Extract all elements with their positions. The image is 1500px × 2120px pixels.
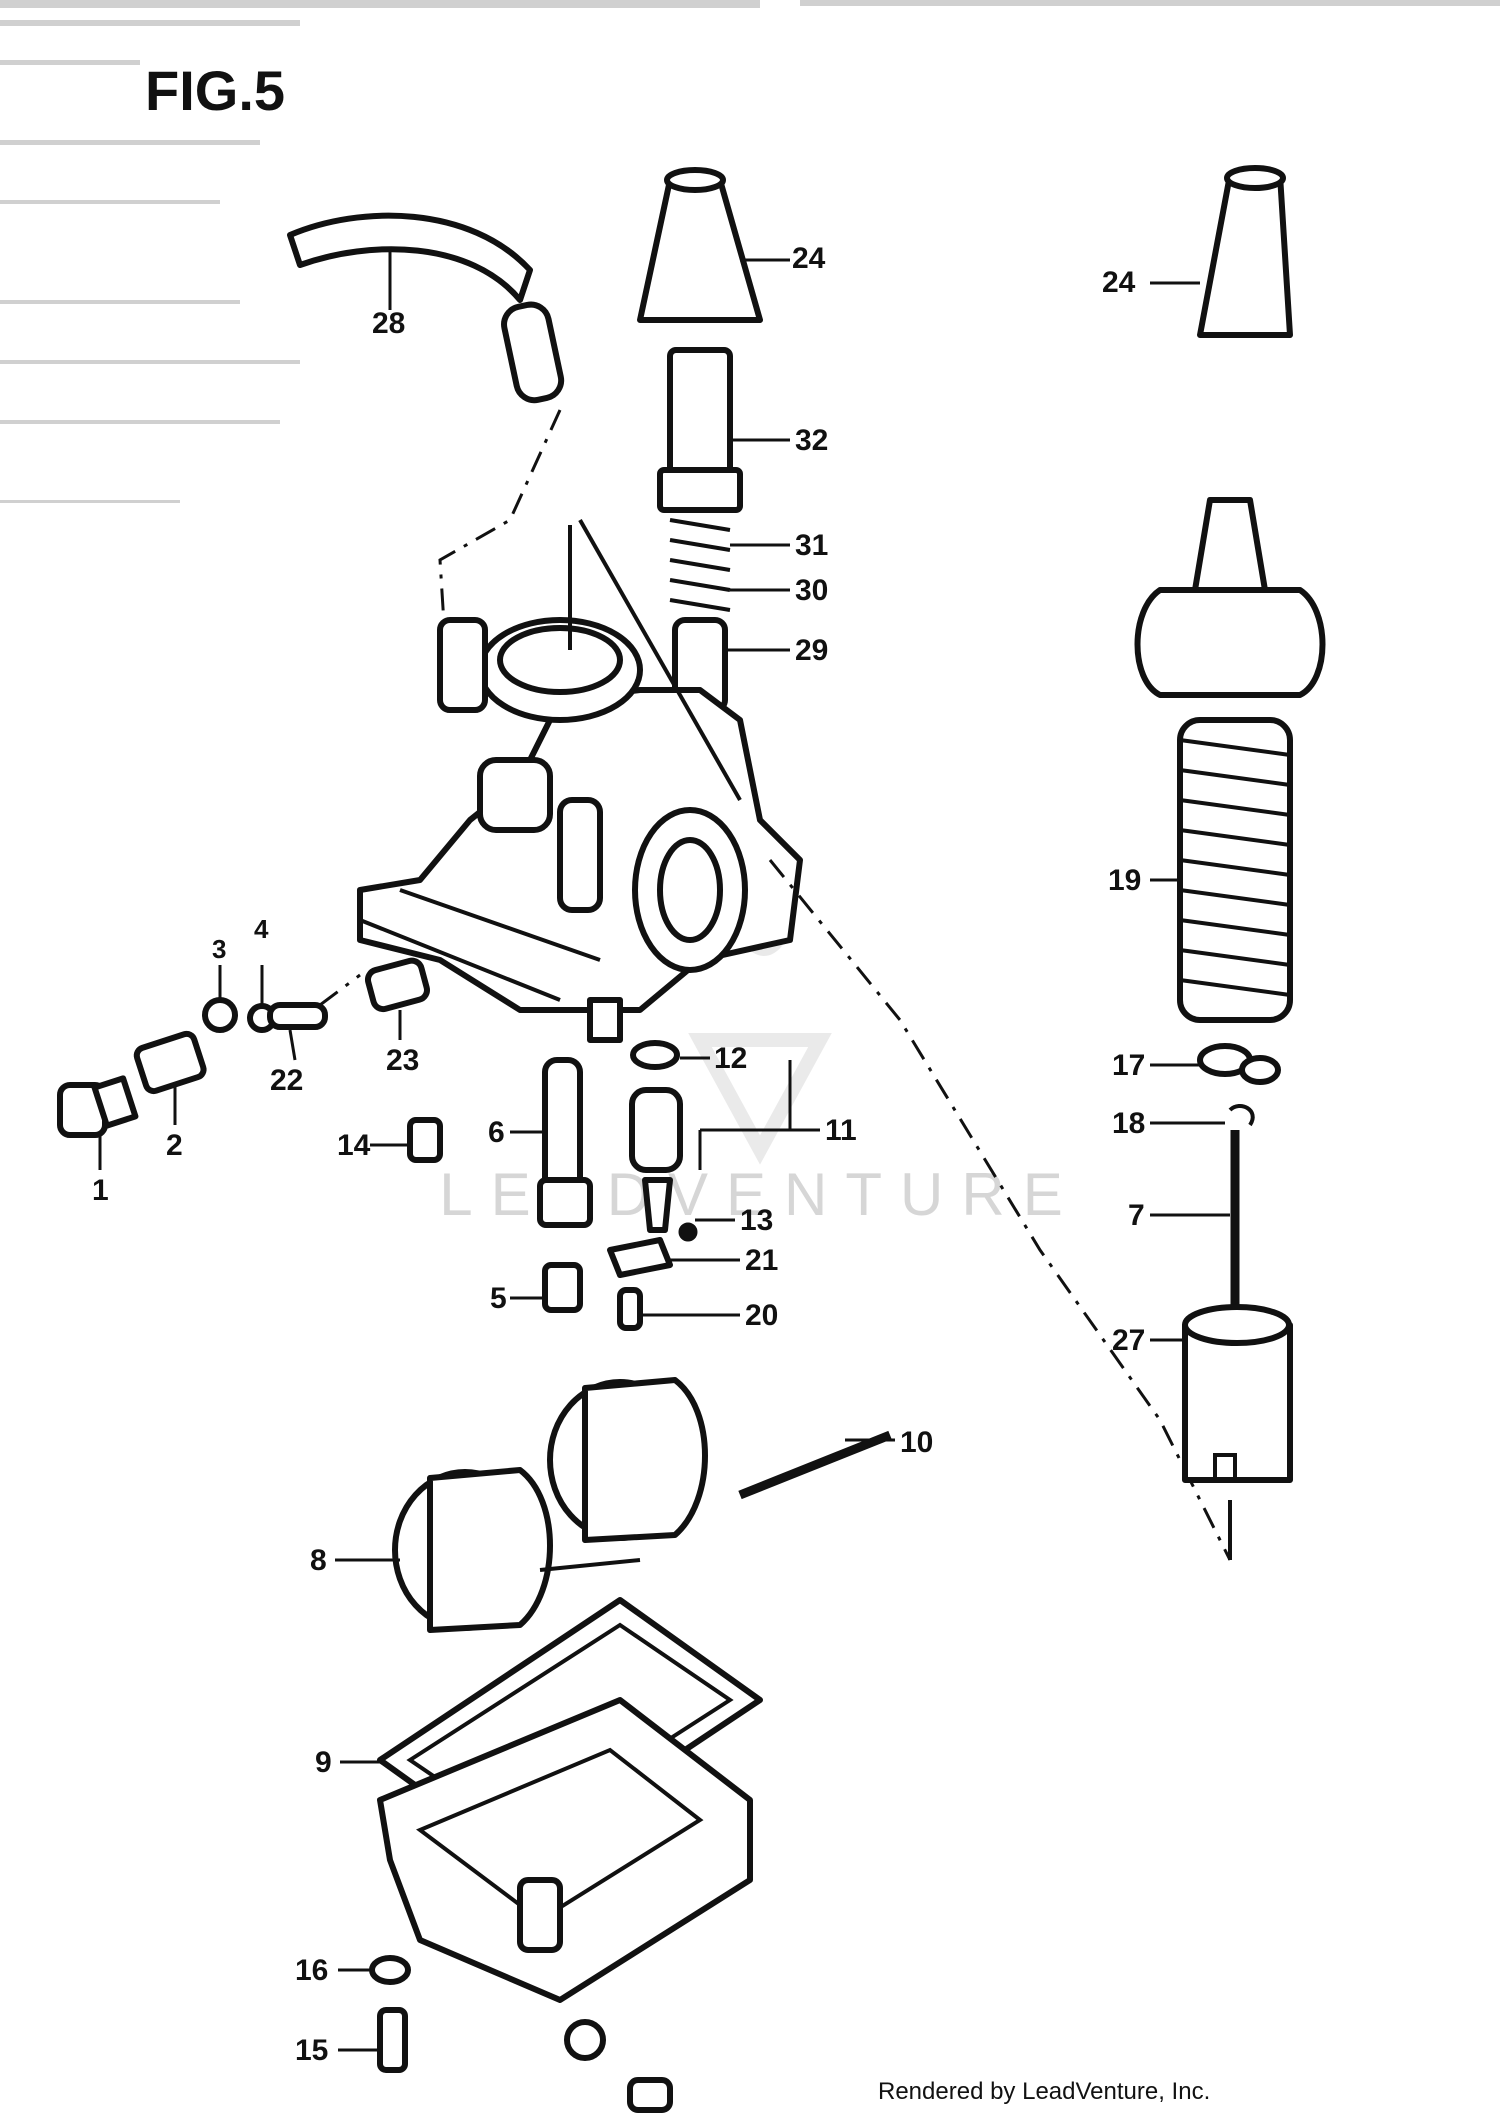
callout-9: 9 bbox=[315, 1746, 332, 1779]
pilot-guide bbox=[319, 973, 361, 1007]
part-16-washer bbox=[369, 1955, 411, 1985]
part-20-screw bbox=[617, 1287, 643, 1331]
part-23-plug bbox=[364, 957, 430, 1013]
callout-1: 1 bbox=[92, 1174, 109, 1207]
part-21-plate bbox=[607, 1237, 673, 1278]
part-14-pilot-jet bbox=[407, 1117, 443, 1163]
callout-27: 27 bbox=[1112, 1324, 1145, 1357]
part-3-washer bbox=[202, 997, 238, 1033]
part-10-float-pin bbox=[738, 1430, 892, 1500]
part-17-clip bbox=[1197, 1043, 1281, 1085]
callout-4: 4 bbox=[254, 914, 269, 944]
callout-8: 8 bbox=[310, 1544, 327, 1577]
part-4-pin bbox=[247, 1002, 328, 1033]
callout-12: 12 bbox=[714, 1042, 747, 1075]
callout-32: 32 bbox=[795, 424, 828, 457]
callout-22: 22 bbox=[270, 1064, 303, 1097]
callout-29: 29 bbox=[795, 634, 828, 667]
callout-10: 10 bbox=[900, 1426, 933, 1459]
part-6-needle-jet bbox=[537, 1057, 593, 1228]
part-19-cap-top bbox=[1134, 497, 1326, 698]
render-credit: Rendered by LeadVenture, Inc. bbox=[878, 2078, 1211, 2105]
part-12-washer bbox=[630, 1040, 680, 1070]
callout-14: 14 bbox=[337, 1129, 371, 1162]
callout-31: 31 bbox=[795, 529, 828, 562]
callout-18: 18 bbox=[1112, 1107, 1145, 1140]
callout-24-left: 24 bbox=[792, 242, 826, 275]
callout-16: 16 bbox=[295, 1954, 328, 1987]
callout-28: 28 bbox=[372, 307, 405, 340]
part-24-cap-right bbox=[1197, 165, 1293, 338]
leader-lines bbox=[98, 250, 1230, 2052]
callout-7: 7 bbox=[1128, 1199, 1145, 1232]
float-bowl bbox=[377, 1697, 753, 2003]
part-5-main-jet bbox=[542, 1262, 583, 1313]
part-8-float bbox=[392, 1377, 708, 1633]
callout-15: 15 bbox=[295, 2034, 328, 2067]
figure-title: FIG.5 bbox=[145, 59, 285, 122]
callout-6: 6 bbox=[488, 1116, 505, 1149]
callout-24-right: 24 bbox=[1102, 266, 1136, 299]
callout-23: 23 bbox=[386, 1044, 419, 1077]
carburetor-body bbox=[357, 617, 803, 1043]
callout-21: 21 bbox=[745, 1244, 778, 1277]
callout-13: 13 bbox=[740, 1204, 773, 1237]
callout-5: 5 bbox=[490, 1282, 507, 1315]
scan-noise bbox=[0, 0, 1500, 503]
part-31-spring bbox=[669, 518, 731, 612]
callout-3: 3 bbox=[212, 934, 226, 964]
part-2-spring bbox=[133, 1030, 207, 1095]
part-11-needle-valve bbox=[629, 1087, 683, 1233]
callout-11: 11 bbox=[825, 1114, 857, 1147]
part-13-screw bbox=[678, 1222, 698, 1242]
part-19-spring bbox=[1177, 717, 1293, 1023]
part-27-throttle-slide bbox=[1182, 1304, 1293, 1483]
drain-screw bbox=[564, 2019, 673, 2113]
callout-20: 20 bbox=[745, 1299, 778, 1332]
part-28-hose bbox=[287, 212, 565, 641]
part-15-screw bbox=[377, 2007, 408, 2073]
callout-30: 30 bbox=[795, 574, 828, 607]
body-guide-2 bbox=[578, 519, 742, 801]
callout-2: 2 bbox=[166, 1129, 183, 1162]
part-1-screw bbox=[57, 1075, 139, 1138]
part-32-cable-adjuster bbox=[657, 347, 743, 513]
callout-19: 19 bbox=[1108, 864, 1141, 897]
callout-17: 17 bbox=[1112, 1049, 1145, 1082]
callout-labels: 24 24 28 32 31 30 29 19 17 18 7 27 12 11… bbox=[92, 242, 1145, 2067]
part-24-cap-left bbox=[637, 167, 763, 323]
part-18-clip bbox=[1228, 1104, 1255, 1127]
slide-guide-line bbox=[768, 859, 1232, 1561]
